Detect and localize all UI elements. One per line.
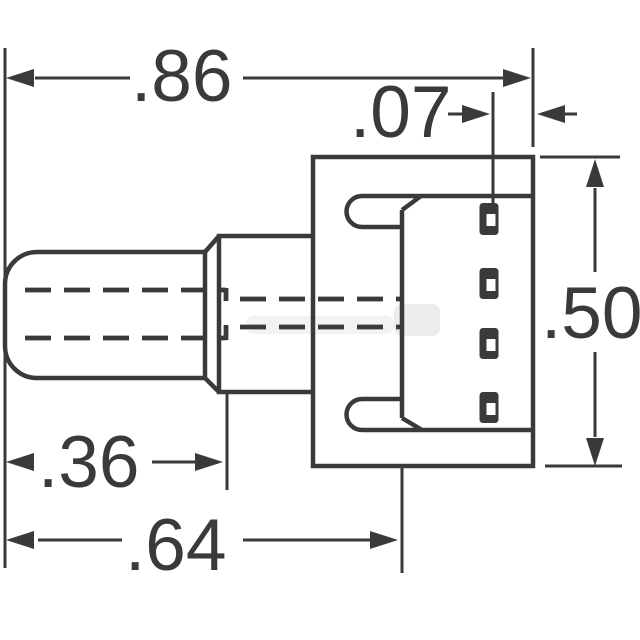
arrow-height-bottom xyxy=(586,438,604,466)
watermark-blob xyxy=(394,304,440,336)
terminal-window xyxy=(486,279,496,291)
collar-outline xyxy=(216,233,313,395)
arrow-plunger-left xyxy=(6,453,34,471)
terminal-window xyxy=(486,214,496,226)
terminal-3 xyxy=(479,328,499,359)
top-slot xyxy=(344,193,402,230)
dimension-label-body: .64 xyxy=(125,505,227,586)
terminal-window xyxy=(486,403,496,415)
hidden-centerlines xyxy=(25,287,402,341)
watermark-smudge xyxy=(246,304,440,336)
extension-lines xyxy=(3,48,622,573)
arrow-lead-right xyxy=(537,105,565,123)
dimension-label-lead-inset: .07 xyxy=(350,72,452,153)
plunger-collar-chamfer xyxy=(203,234,221,394)
arrow-overall-left xyxy=(6,69,34,87)
terminal-window xyxy=(486,339,496,351)
part-outline xyxy=(2,154,536,469)
bottom-slot xyxy=(344,396,402,433)
arrow-body-left xyxy=(6,531,34,549)
arrow-plunger-right xyxy=(195,453,223,471)
arrow-overall-right xyxy=(503,69,531,87)
body-outline xyxy=(310,154,536,469)
arrow-lead-left xyxy=(462,105,490,123)
dimension-label-plunger: .36 xyxy=(38,422,140,503)
dimension-label-height: .50 xyxy=(541,273,640,354)
terminal-4 xyxy=(479,392,499,423)
terminals xyxy=(479,203,499,423)
terminal-2 xyxy=(479,268,499,299)
arrow-body-right xyxy=(370,531,398,549)
terminal-1 xyxy=(479,203,499,235)
dimension-lines xyxy=(35,76,597,542)
dimension-arrows xyxy=(6,69,604,549)
plunger-outline xyxy=(2,249,208,381)
dimension-label-overall-width: .86 xyxy=(131,36,233,117)
arrow-height-top xyxy=(586,159,604,187)
